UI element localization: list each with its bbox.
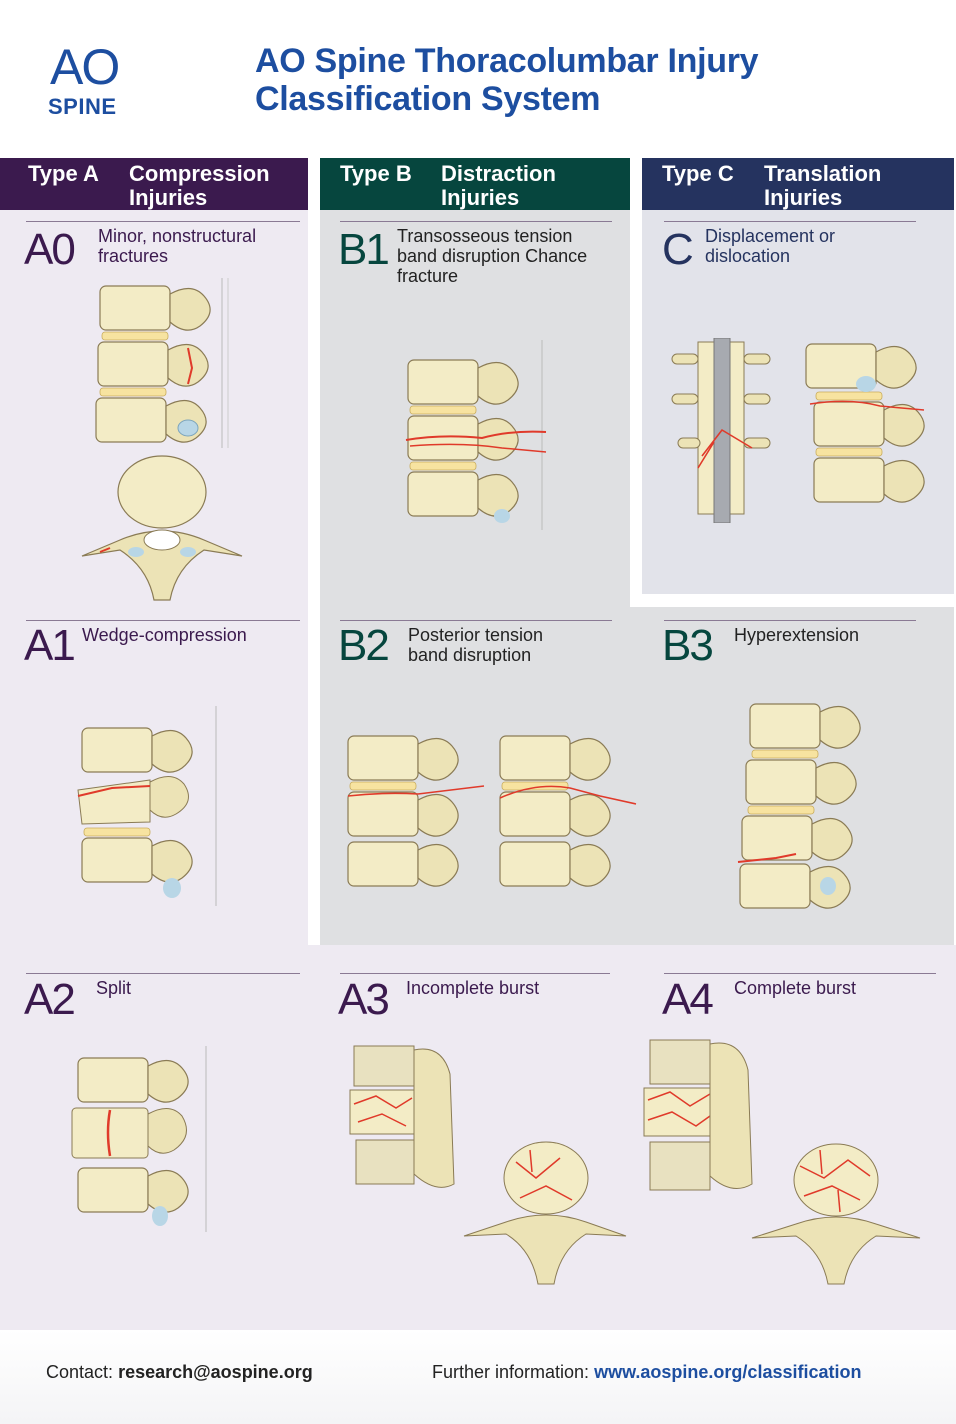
c-code: C — [662, 225, 694, 274]
a0-axial-illustration — [81, 455, 243, 601]
a0-rule — [26, 221, 300, 222]
b1-rule — [340, 221, 612, 222]
a0-lateral-illustration — [95, 278, 229, 448]
a1-illustration — [77, 706, 217, 906]
a4-desc: Complete burst — [734, 978, 857, 998]
further-info: Further information: www.aospine.org/cla… — [432, 1362, 861, 1383]
b1-illustration — [405, 340, 547, 530]
b2-illustration-1 — [347, 735, 485, 887]
a0-desc: Minor, nonstructural fractures — [98, 226, 257, 266]
footer-background — [0, 1330, 956, 1424]
a4-axial-illustration — [751, 1143, 921, 1285]
b2-rule — [340, 620, 612, 621]
a4-rule — [664, 973, 936, 974]
b2-illustration-2 — [499, 735, 637, 887]
type-b-header: Type B Distraction Injuries — [320, 158, 630, 210]
a3-lateral-illustration — [349, 1045, 455, 1188]
c-ap-illustration — [671, 338, 771, 523]
c-lateral-illustration — [805, 343, 925, 503]
a1-rule — [26, 620, 300, 621]
info-link[interactable]: www.aospine.org/classification — [594, 1362, 862, 1382]
b1-desc: Transosseous tension band disruption Cha… — [397, 226, 588, 286]
type-c-name: Type C — [662, 161, 734, 186]
type-b-desc: Distraction Injuries — [441, 161, 556, 210]
b3-illustration — [737, 703, 861, 909]
b2-code: B2 — [338, 621, 390, 670]
b1-code: B1 — [338, 225, 390, 274]
a2-rule — [26, 973, 300, 974]
a3-desc: Incomplete burst — [406, 978, 540, 998]
contact-label: Contact: — [46, 1362, 114, 1382]
b2-desc: Posterior tension band disruption — [408, 625, 544, 665]
logo-ao: AO — [50, 39, 120, 95]
a0-code: A0 — [24, 225, 76, 274]
a3-rule — [340, 973, 610, 974]
a4-code: A4 — [662, 975, 714, 1024]
page-title: AO Spine Thoracolumbar Injury Classifica… — [255, 42, 759, 118]
b3-desc: Hyperextension — [734, 625, 860, 645]
contact: Contact: research@aospine.org — [46, 1362, 313, 1383]
a1-code: A1 — [24, 621, 76, 670]
type-a-header: Type A Compression Injuries — [0, 158, 308, 210]
a3-axial-illustration — [463, 1141, 627, 1285]
info-label: Further information: — [432, 1362, 590, 1382]
type-b-name: Type B — [340, 161, 412, 186]
type-a-name: Type A — [28, 161, 99, 186]
type-c-desc: Translation Injuries — [764, 161, 882, 210]
a2-desc: Split — [96, 978, 132, 998]
type-a-desc: Compression Injuries — [129, 161, 270, 210]
contact-email[interactable]: research@aospine.org — [118, 1362, 313, 1382]
logo-spine: SPINE — [48, 94, 117, 119]
a1-desc: Wedge-compression — [82, 625, 247, 645]
b3-rule — [664, 620, 916, 621]
a2-illustration — [71, 1046, 207, 1232]
b3-code: B3 — [662, 621, 714, 670]
ao-spine-logo: AO SPINE — [40, 42, 150, 126]
a2-code: A2 — [24, 975, 76, 1024]
c-rule — [664, 221, 916, 222]
c-desc: Displacement or dislocation — [705, 226, 836, 266]
a4-lateral-illustration — [643, 1039, 753, 1191]
a3-code: A3 — [338, 975, 390, 1024]
type-c-header: Type C Translation Injuries — [642, 158, 954, 210]
